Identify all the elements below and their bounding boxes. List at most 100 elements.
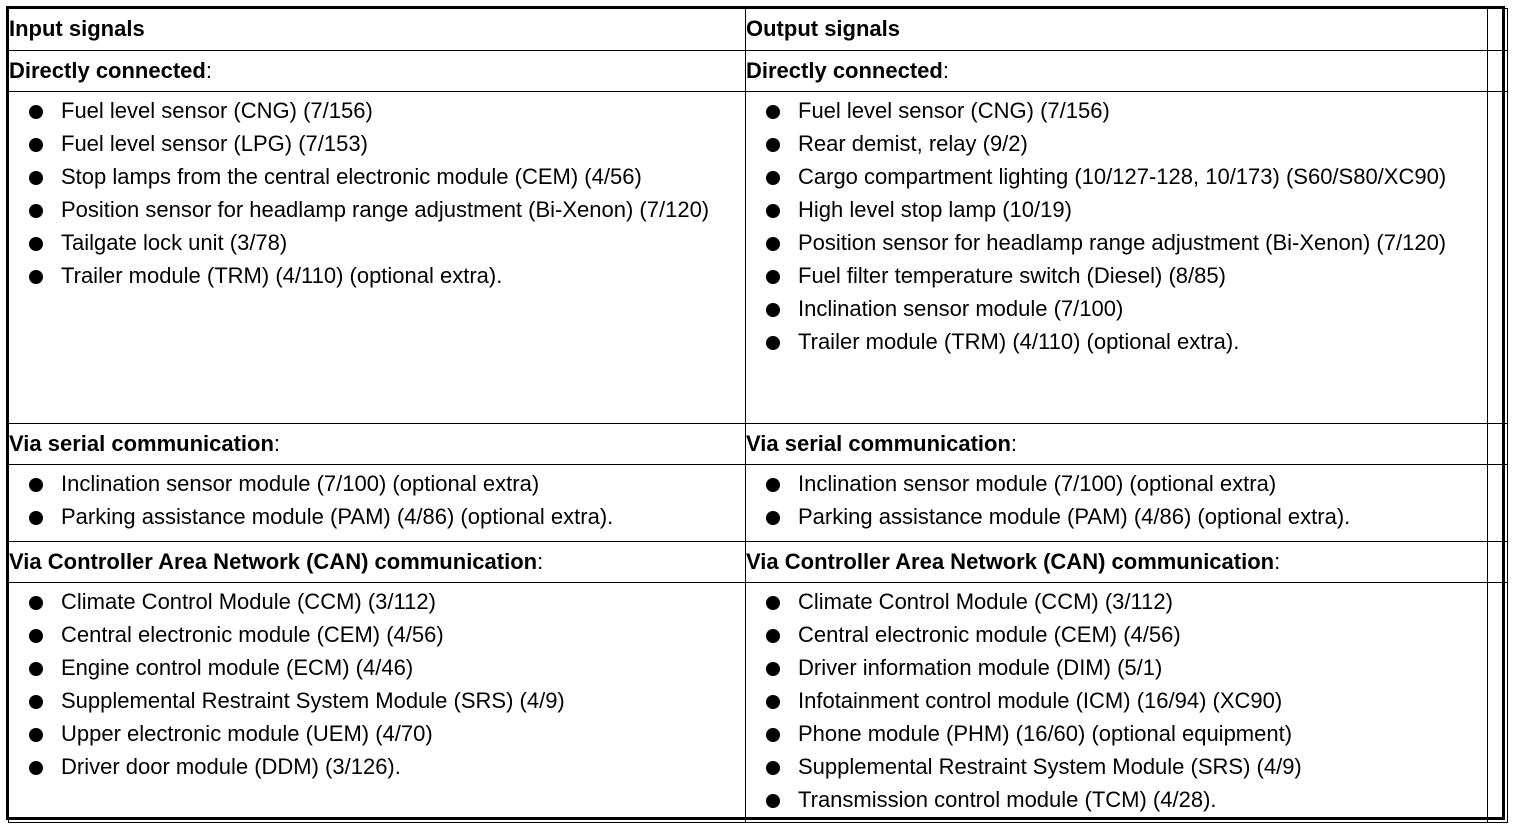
right-strip [1487, 423, 1508, 465]
bullet-icon [766, 204, 780, 218]
bullet-icon [29, 171, 43, 185]
list-item: Supplemental Restraint System Module (SR… [746, 752, 1487, 782]
output-section-heading: Directly connected: [745, 50, 1488, 92]
output-section-heading: Via Controller Area Network (CAN) commun… [745, 541, 1488, 583]
list-item: Central electronic module (CEM) (4/56) [9, 620, 745, 650]
bullet-icon [29, 204, 43, 218]
list-item-text: Parking assistance module (PAM) (4/86) (… [61, 504, 614, 529]
list-item: Climate Control Module (CCM) (3/112) [9, 587, 745, 617]
input-list-cell: Fuel level sensor (CNG) (7/156)Fuel leve… [8, 91, 746, 424]
list-item-text: Inclination sensor module (7/100) (optio… [61, 471, 540, 496]
list-item: Climate Control Module (CCM) (3/112) [746, 587, 1487, 617]
right-strip [1487, 91, 1508, 424]
section-heading-row-directly: Directly connected: Directly connected: [8, 50, 1508, 92]
bullet-icon [766, 138, 780, 152]
bullet-icon [766, 270, 780, 284]
bullet-icon [766, 303, 780, 317]
list-item: Cargo compartment lighting (10/127-128, … [746, 162, 1487, 192]
bullet-icon [29, 695, 43, 709]
list-item: Transmission control module (TCM) (4/28)… [746, 785, 1487, 815]
bullet-icon [29, 596, 43, 610]
list-item-text: Engine control module (ECM) (4/46) [61, 655, 414, 680]
list-item-text: Driver door module (DDM) (3/126). [61, 754, 401, 779]
input-list-cell: Inclination sensor module (7/100) (optio… [8, 464, 746, 542]
list-item-text: Fuel level sensor (CNG) (7/156) [798, 98, 1110, 123]
output-bullet-list: Fuel level sensor (CNG) (7/156) Rear demi… [746, 92, 1487, 364]
bullet-icon [766, 237, 780, 251]
bullet-icon [29, 761, 43, 775]
bullet-icon [766, 336, 780, 350]
section-heading-row-serial: Via serial communication: Via serial com… [8, 423, 1508, 465]
bullet-icon [766, 596, 780, 610]
bullet-icon [766, 728, 780, 742]
list-item: Trailer module (TRM) (4/110) (optional e… [9, 261, 745, 291]
list-item: Position sensor for headlamp range adjus… [746, 228, 1487, 258]
list-item-text: Fuel level sensor (CNG) (7/156) [61, 98, 373, 123]
list-item-text: Position sensor for headlamp range adjus… [61, 197, 710, 222]
bullet-icon [766, 105, 780, 119]
output-section-heading: Via serial communication: [745, 423, 1488, 465]
list-item-text: Supplemental Restraint System Module (SR… [798, 754, 1302, 779]
list-item-text: Phone module (PHM) (16/60) (optional equ… [798, 721, 1293, 746]
list-item-text: Supplemental Restraint System Module (SR… [61, 688, 565, 713]
output-bullet-list: Climate Control Module (CCM) (3/112) Cent… [746, 583, 1487, 822]
list-item: Rear demist, relay (9/2) [746, 129, 1487, 159]
input-bullet-list: Inclination sensor module (7/100) (optio… [9, 465, 745, 539]
right-strip [1487, 582, 1508, 823]
bullet-icon [29, 728, 43, 742]
output-list-cell: Climate Control Module (CCM) (3/112) Cent… [745, 582, 1488, 823]
bullet-icon [766, 662, 780, 676]
section-list-row-serial: Inclination sensor module (7/100) (optio… [8, 464, 1508, 542]
bullet-icon [29, 138, 43, 152]
list-item: Stop lamps from the central electronic m… [9, 162, 745, 192]
list-item-text: Stop lamps from the central electronic m… [61, 164, 642, 189]
bullet-icon [29, 478, 43, 492]
output-list-cell: Fuel level sensor (CNG) (7/156) Rear demi… [745, 91, 1488, 424]
bullet-icon [766, 761, 780, 775]
header-row: Input signals Output signals [8, 8, 1508, 51]
bullet-icon [29, 629, 43, 643]
list-item-text: Inclination sensor module (7/100) (optio… [798, 471, 1277, 496]
list-item-text: Climate Control Module (CCM) (3/112) [798, 589, 1173, 614]
list-item-text: Trailer module (TRM) (4/110) (optional e… [798, 329, 1240, 354]
list-item: Trailer module (TRM) (4/110) (optional e… [746, 327, 1487, 357]
list-item: Supplemental Restraint System Module (SR… [9, 686, 745, 716]
list-item: Parking assistance module (PAM) (4/86) (… [746, 502, 1487, 532]
list-item: Fuel level sensor (CNG) (7/156) [9, 96, 745, 126]
list-item: Position sensor for headlamp range adjus… [9, 195, 745, 225]
list-item-text: Cargo compartment lighting (10/127-128, … [798, 164, 1447, 189]
input-list-cell: Climate Control Module (CCM) (3/112) Cent… [8, 582, 746, 823]
bullet-icon [766, 171, 780, 185]
list-item: Infotainment control module (ICM) (16/94… [746, 686, 1487, 716]
right-strip [1487, 50, 1508, 92]
list-item: Phone module (PHM) (16/60) (optional equ… [746, 719, 1487, 749]
bullet-icon [766, 511, 780, 525]
list-item: Driver information module (DIM) (5/1) [746, 653, 1487, 683]
list-item-text: Upper electronic module (UEM) (4/70) [61, 721, 433, 746]
section-list-row-can: Climate Control Module (CCM) (3/112) Cent… [8, 582, 1508, 823]
list-item-text: Tailgate lock unit (3/78) [61, 230, 288, 255]
input-section-heading: Via serial communication: [8, 423, 746, 465]
output-signals-header: Output signals [745, 8, 1488, 51]
list-item-text: High level stop lamp (10/19) [798, 197, 1072, 222]
output-bullet-list: Inclination sensor module (7/100) (optio… [746, 465, 1487, 539]
bullet-icon [29, 270, 43, 284]
section-heading-row-can: Via Controller Area Network (CAN) commun… [8, 541, 1508, 583]
list-item: Central electronic module (CEM) (4/56) [746, 620, 1487, 650]
list-item: Driver door module (DDM) (3/126). [9, 752, 745, 782]
output-list-cell: Inclination sensor module (7/100) (optio… [745, 464, 1488, 542]
list-item-text: Transmission control module (TCM) (4/28)… [798, 787, 1217, 812]
list-item: Tailgate lock unit (3/78) [9, 228, 745, 258]
list-item-text: Trailer module (TRM) (4/110) (optional e… [61, 263, 503, 288]
list-item-text: Inclination sensor module (7/100) [798, 296, 1124, 321]
section-list-row-directly: Fuel level sensor (CNG) (7/156)Fuel leve… [8, 91, 1508, 424]
list-item: Fuel filter temperature switch (Diesel) … [746, 261, 1487, 291]
list-item-text: Climate Control Module (CCM) (3/112) [61, 589, 436, 614]
bullet-icon [766, 794, 780, 808]
input-section-heading: Directly connected: [8, 50, 746, 92]
input-bullet-list: Fuel level sensor (CNG) (7/156)Fuel leve… [9, 92, 745, 298]
right-strip [1487, 464, 1508, 542]
input-signals-header: Input signals [8, 8, 746, 51]
list-item-text: Position sensor for headlamp range adjus… [798, 230, 1447, 255]
right-strip [1487, 8, 1508, 51]
